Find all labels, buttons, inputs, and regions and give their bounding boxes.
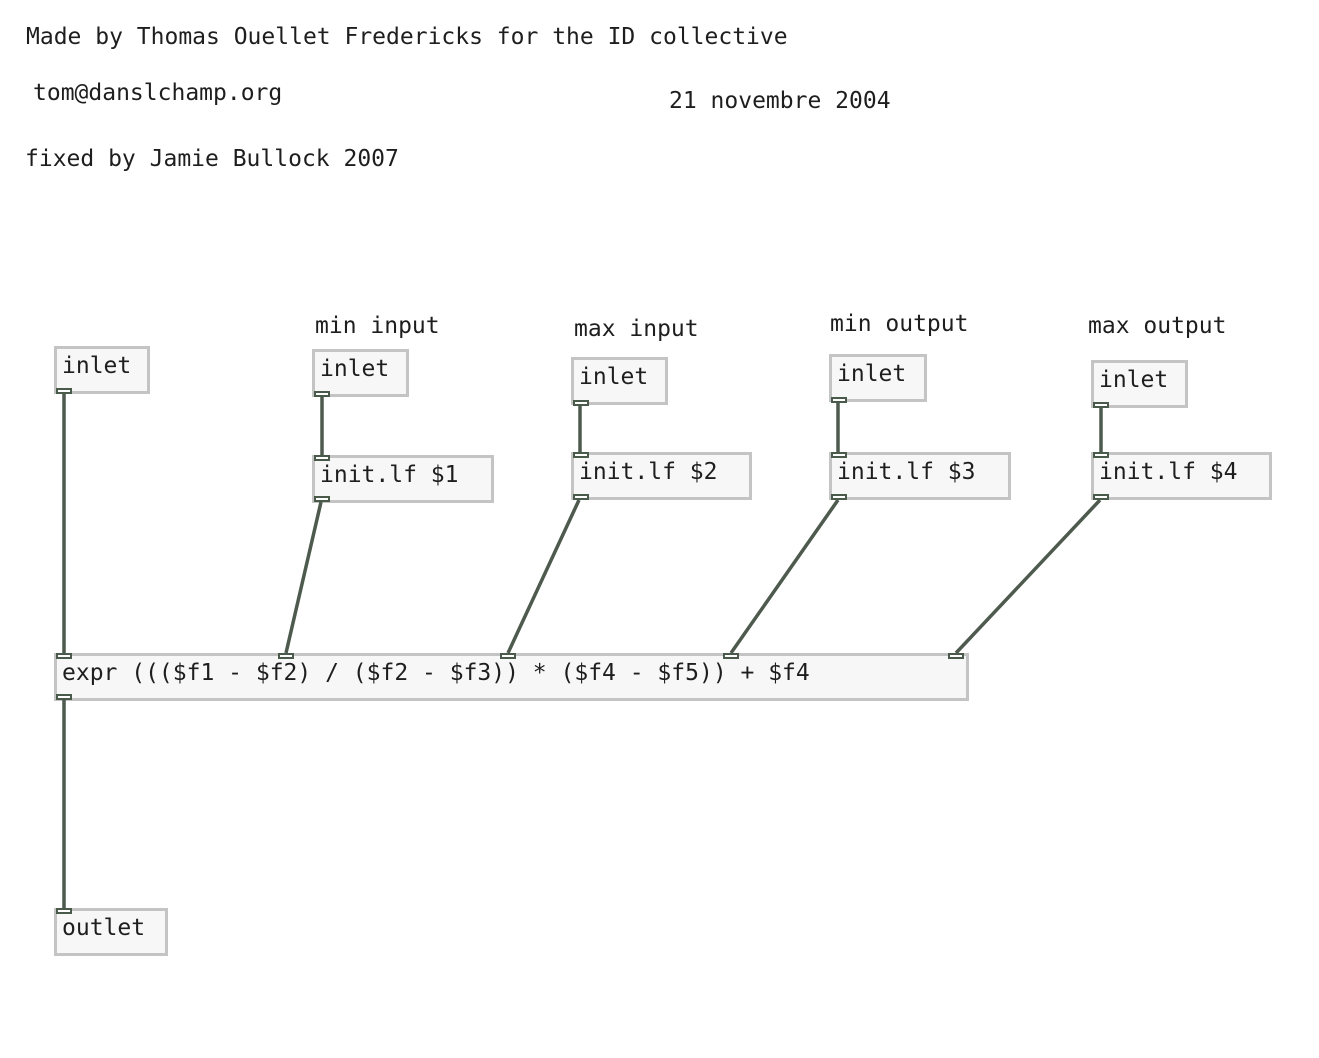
expr-object[interactable]: expr ((($f1 - $f2) / ($f2 - $f3)) * ($f4… [54,653,969,701]
init-lf-4-outlet-port[interactable] [1093,494,1109,500]
max-input-inlet-outlet-port[interactable] [573,400,589,406]
cord-init2-to-expr [506,499,581,654]
max-input-inlet-object[interactable]: inlet [571,357,668,405]
init-lf-3-inlet-port[interactable] [831,452,847,458]
min-input-label: min input [315,313,440,339]
expr-inlet-5-port[interactable] [948,653,964,659]
main-inlet-outlet-port[interactable] [56,388,72,394]
expr-inlet-4-port[interactable] [723,653,739,659]
init-lf-1-inlet-port[interactable] [314,455,330,461]
outlet-inlet-port[interactable] [56,908,72,914]
max-input-label: max input [574,316,699,342]
max-output-inlet-object[interactable]: inlet [1091,360,1188,408]
expr-inlet-3-port[interactable] [500,653,516,659]
max-output-label: max output [1088,313,1227,339]
credit-comment: Made by Thomas Ouellet Fredericks for th… [26,24,788,50]
init-lf-2-inlet-port[interactable] [573,452,589,458]
main-inlet-object[interactable]: inlet [54,346,150,394]
init-lf-2-object[interactable]: init.lf $2 [571,452,752,500]
init-lf-1-outlet-port[interactable] [314,496,330,502]
email-comment: tom@danslchamp.org [33,80,283,106]
cord-init1-to-expr [284,501,323,654]
outlet-object[interactable]: outlet [54,908,168,956]
expr-inlet-1-port[interactable] [56,653,72,659]
min-input-inlet-object[interactable]: inlet [312,349,409,397]
init-lf-3-outlet-port[interactable] [831,494,847,500]
init-lf-4-inlet-port[interactable] [1093,452,1109,458]
min-output-label: min output [830,311,969,337]
min-input-inlet-outlet-port[interactable] [314,391,330,397]
min-output-inlet-outlet-port[interactable] [831,397,847,403]
init-lf-2-outlet-port[interactable] [573,494,589,500]
init-lf-4-object[interactable]: init.lf $4 [1091,452,1272,500]
init-lf-3-object[interactable]: init.lf $3 [829,452,1011,500]
max-output-inlet-outlet-port[interactable] [1093,402,1109,408]
expr-inlet-2-port[interactable] [278,653,294,659]
cord-init3-to-expr [729,498,840,655]
cord-init4-to-expr [954,498,1102,655]
expr-outlet-port[interactable] [56,694,72,700]
min-output-inlet-object[interactable]: inlet [829,354,927,402]
fixed-by-comment: fixed by Jamie Bullock 2007 [25,146,399,172]
init-lf-1-object[interactable]: init.lf $1 [312,455,494,503]
date-comment: 21 novembre 2004 [669,88,891,114]
